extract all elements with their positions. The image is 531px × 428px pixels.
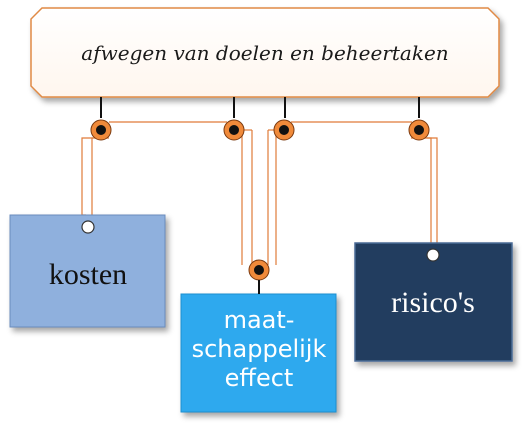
node-maatschappelijk: maat- schappelijk effect <box>180 293 337 413</box>
pin-kosten <box>90 119 112 141</box>
node-risicos: risico's <box>354 242 513 362</box>
pin-maatschappelijk-right <box>273 119 295 141</box>
header-label: afwegen van doelen en beheertaken <box>81 41 448 65</box>
node-risicos-label: risico's <box>391 286 475 319</box>
anchor-kosten <box>81 220 95 234</box>
pin-maatschappelijk-bottom <box>248 259 270 294</box>
pin-maatschappelijk-left <box>223 119 245 141</box>
bus-pins <box>90 119 430 141</box>
node-maatschappelijk-line-1: maat- <box>224 306 295 334</box>
node-maatschappelijk-line-2: schappelijk <box>192 335 327 363</box>
pin-risicos <box>408 119 430 141</box>
node-kosten-label: kosten <box>49 258 127 291</box>
connector-lines <box>81 121 438 265</box>
node-kosten: kosten <box>9 214 166 328</box>
node-maatschappelijk-line-3: effect <box>225 364 294 392</box>
header-stems <box>100 97 420 118</box>
header-box: afwegen van doelen en beheertaken <box>30 7 500 98</box>
anchor-risicos <box>426 248 440 262</box>
